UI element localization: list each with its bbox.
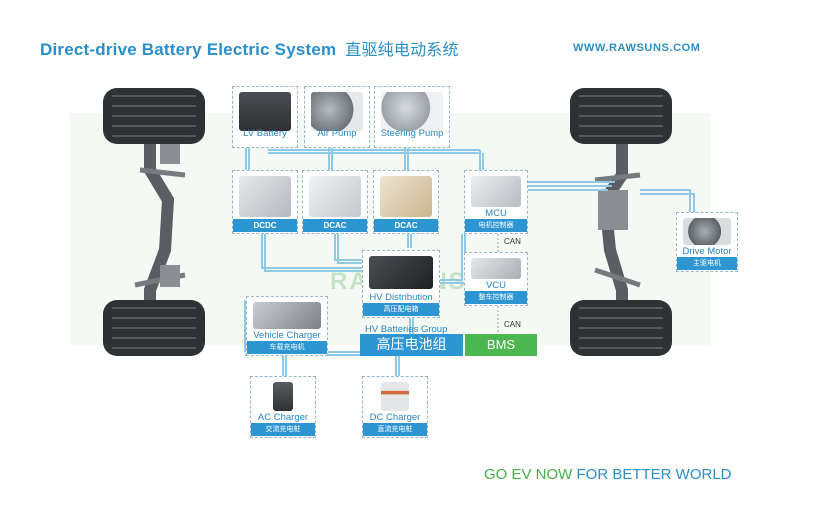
hv-distribution-label: HV Distribution bbox=[369, 292, 433, 303]
mcu-label: MCU bbox=[485, 208, 507, 219]
wire-accharger bbox=[282, 356, 287, 376]
ac-charger-box[interactable]: AC Charger 交流充电桩 bbox=[250, 376, 316, 438]
air-pump-box[interactable]: Air Pump bbox=[304, 86, 370, 148]
wire-hvdist-mcu bbox=[440, 234, 466, 284]
vehicle-charger-box[interactable]: Vehicle Charger 车载充电机 bbox=[246, 296, 328, 356]
right-front-wheel bbox=[570, 88, 672, 144]
website-link[interactable]: WWW.RAWSUNS.COM bbox=[573, 42, 701, 54]
wire-dcac2-hvdist bbox=[407, 234, 412, 248]
lv-battery-box[interactable]: LV Battery bbox=[232, 86, 298, 148]
vehicle-charger-icon bbox=[253, 302, 321, 329]
page-title: Direct-drive Battery Electric System 直驱纯… bbox=[40, 36, 459, 60]
dc-charger-label-cn: 直流充电桩 bbox=[363, 423, 427, 436]
dc-charger-label: DC Charger bbox=[369, 412, 421, 423]
ac-charger-label: AC Charger bbox=[257, 412, 309, 423]
drive-motor-icon bbox=[683, 218, 731, 245]
slogan-part-2: FOR BETTER WORLD bbox=[576, 466, 732, 483]
dcdc-box[interactable]: DCDC bbox=[232, 170, 298, 234]
lv-battery-label: LV Battery bbox=[243, 128, 287, 139]
right-rear-wheel bbox=[570, 300, 672, 356]
mcu-label-cn: 电机控制器 bbox=[465, 219, 527, 232]
wire-mcu-axle bbox=[528, 181, 615, 191]
dcac-label-1: DCAC bbox=[303, 219, 367, 232]
steering-pump-box[interactable]: Steering Pump bbox=[374, 86, 450, 148]
wire-axle-motor bbox=[640, 189, 695, 212]
drive-motor-label-cn: 主驱电机 bbox=[677, 257, 737, 270]
can-label-vcu: CAN bbox=[504, 320, 521, 329]
wire-steeringpump-dcac bbox=[404, 148, 409, 170]
hv-batteries-label: HV Batteries Group bbox=[365, 324, 448, 335]
dcac-icon-2 bbox=[380, 176, 432, 217]
title-cn: 直驱纯电动系统 bbox=[345, 40, 459, 59]
vehicle-charger-label-cn: 车载充电机 bbox=[247, 341, 327, 354]
lv-battery-icon bbox=[239, 92, 291, 131]
can-label-mcu: CAN bbox=[504, 237, 521, 246]
dcac-box-2[interactable]: DCAC bbox=[373, 170, 439, 234]
air-pump-label: Air Pump bbox=[317, 128, 357, 139]
dc-charger-icon bbox=[381, 382, 409, 411]
wire-airpump-dcac bbox=[328, 148, 333, 170]
wire-dcdc-hvdist bbox=[261, 234, 362, 272]
wire-top-bus bbox=[268, 149, 484, 170]
dcac-icon-1 bbox=[309, 176, 361, 217]
right-axle bbox=[594, 134, 641, 316]
mcu-icon bbox=[471, 176, 521, 207]
left-front-wheel bbox=[103, 88, 205, 144]
slogan-part-1: GO EV NOW bbox=[484, 466, 573, 483]
vcu-label-cn: 整车控制器 bbox=[465, 291, 527, 304]
drive-motor-label: Drive Motor bbox=[682, 246, 732, 257]
dcdc-label: DCDC bbox=[233, 219, 297, 232]
ac-charger-label-cn: 交流充电桩 bbox=[251, 423, 315, 436]
vcu-label: VCU bbox=[485, 280, 507, 291]
steering-pump-icon bbox=[381, 92, 443, 131]
hv-distribution-box[interactable]: HV Distribution 高压配电箱 bbox=[362, 250, 440, 318]
hv-distribution-label-cn: 高压配电箱 bbox=[363, 303, 439, 316]
left-rear-wheel bbox=[103, 300, 205, 356]
dcac-label-2: DCAC bbox=[374, 219, 438, 232]
left-axle bbox=[134, 134, 186, 316]
wire-dccharger bbox=[395, 356, 400, 376]
steering-pump-label: Steering Pump bbox=[380, 128, 444, 139]
bms-bar[interactable]: BMS bbox=[465, 334, 537, 356]
wire-dcac-hvdist bbox=[334, 234, 362, 264]
dcdc-icon bbox=[239, 176, 291, 217]
vcu-icon bbox=[471, 258, 521, 279]
dcac-box-1[interactable]: DCAC bbox=[302, 170, 368, 234]
vehicle-charger-label: Vehicle Charger bbox=[253, 330, 321, 341]
wire-lvbattery-dcdc bbox=[245, 148, 250, 170]
dc-charger-box[interactable]: DC Charger 直流充电桩 bbox=[362, 376, 428, 438]
mcu-box[interactable]: MCU 电机控制器 bbox=[464, 170, 528, 234]
hv-distribution-icon bbox=[369, 256, 433, 289]
air-pump-icon bbox=[311, 92, 363, 131]
vcu-box[interactable]: VCU 整车控制器 bbox=[464, 252, 528, 306]
slogan: GO EV NOW FOR BETTER WORLD bbox=[484, 466, 732, 483]
ac-charger-icon bbox=[273, 382, 293, 411]
wire-hvdist-battery bbox=[409, 318, 414, 334]
title-en: Direct-drive Battery Electric System bbox=[40, 40, 337, 59]
hv-batteries-bar[interactable]: 高压电池组 bbox=[360, 334, 463, 356]
drive-motor-box[interactable]: Drive Motor 主驱电机 bbox=[676, 212, 738, 272]
